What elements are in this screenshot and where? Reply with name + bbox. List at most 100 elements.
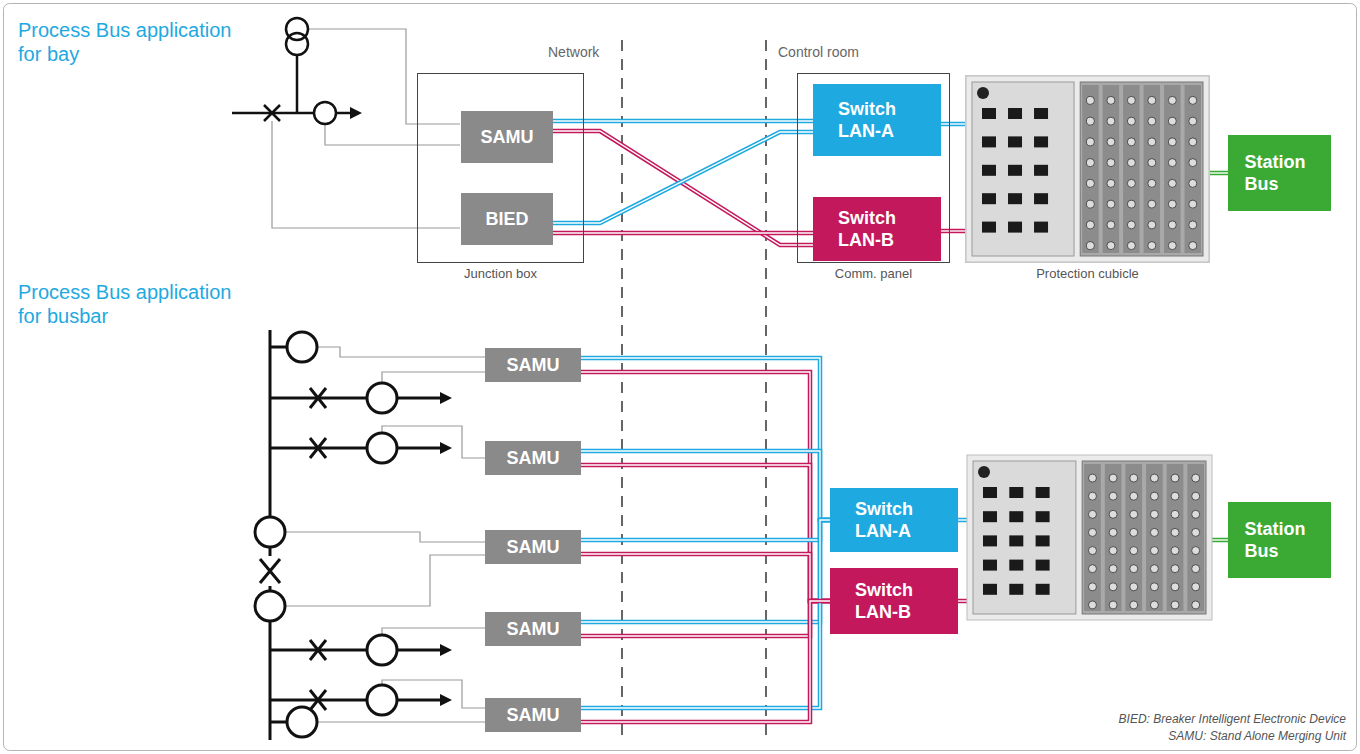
breaker-symbol	[264, 105, 280, 121]
link-line-core	[581, 554, 830, 601]
link-line-core	[581, 601, 830, 722]
terminal-screw	[1107, 117, 1115, 125]
signal-wires	[272, 29, 460, 228]
station-bus-box: Station Bus	[1228, 135, 1331, 211]
network-link	[553, 233, 813, 234]
voltage-transformer-symbol	[287, 332, 317, 362]
box-label: SAMU	[507, 536, 560, 558]
terminal-strip	[1125, 464, 1142, 611]
terminal-screw	[1086, 117, 1094, 125]
terminal-screw	[1130, 601, 1138, 609]
box-label: Switch LAN-A	[855, 498, 933, 542]
network-link	[553, 121, 813, 122]
terminal-screw	[1088, 528, 1096, 536]
terminal-screw	[1192, 601, 1200, 609]
terminal-screw	[1168, 200, 1176, 208]
terminal-screw	[1192, 492, 1200, 500]
terminal-screw	[1088, 547, 1096, 555]
terminal-strip	[1103, 85, 1119, 253]
merging-unit-box: SAMU	[485, 441, 581, 475]
link-line-core	[581, 520, 830, 708]
terminal-screw	[1107, 138, 1115, 146]
terminal-block	[1082, 461, 1206, 614]
device-port	[982, 193, 996, 204]
terminal-screw	[1192, 547, 1200, 555]
device-port	[1008, 108, 1022, 119]
box-caption: Junction box	[398, 266, 603, 282]
device-port	[982, 222, 996, 233]
device-port	[982, 136, 996, 147]
terminal-screw	[1168, 138, 1176, 146]
device-port	[1036, 560, 1050, 571]
terminal-screw	[1109, 565, 1117, 573]
merging-unit-box: SAMU	[461, 111, 553, 163]
link-line	[581, 465, 830, 601]
terminal-screw	[1148, 159, 1156, 167]
comm-panel: Switch LAN-ASwitch LAN-BComm. panel	[797, 73, 950, 263]
terminal-screw	[1192, 565, 1200, 573]
network-link	[941, 124, 965, 125]
terminal-screw	[1088, 601, 1096, 609]
device-port	[1034, 108, 1048, 119]
device-port	[1009, 487, 1023, 498]
arrowhead	[440, 392, 452, 404]
protection-cubicle: Protection cubicle	[965, 75, 1210, 263]
link-line-core	[581, 372, 830, 601]
terminal-screw	[1171, 565, 1179, 573]
device-knob	[977, 87, 989, 99]
terminal-screw	[1189, 159, 1197, 167]
terminal-screw	[1109, 583, 1117, 591]
current-transformer-symbol	[367, 685, 397, 715]
terminal-screw	[1086, 200, 1094, 208]
current-transformer-symbol	[255, 591, 285, 621]
terminal-screw	[1150, 510, 1158, 518]
terminal-screw	[1189, 200, 1197, 208]
terminal-screw	[1109, 547, 1117, 555]
terminal-screw	[1086, 159, 1094, 167]
feeder-line	[270, 447, 442, 450]
terminal-screw	[1148, 138, 1156, 146]
device-port	[1008, 222, 1022, 233]
terminal-screw	[1148, 117, 1156, 125]
terminal-strip	[1144, 85, 1160, 253]
device-port	[1009, 535, 1023, 546]
device-port	[1009, 511, 1023, 522]
device-body	[966, 76, 1209, 262]
terminal-screw	[1127, 117, 1135, 125]
link-line-core	[941, 123, 965, 124]
terminal-screw	[1088, 474, 1096, 482]
feeder-line	[270, 699, 442, 702]
terminal-strip	[1123, 85, 1139, 253]
zone-label: Control room	[778, 44, 859, 61]
box-label: SAMU	[507, 354, 560, 376]
breaker-ied-box: BIED	[461, 193, 553, 245]
link-line-core	[553, 132, 813, 223]
box-label: SAMU	[507, 618, 560, 640]
signal-wire	[308, 29, 460, 124]
terminal-strip	[1167, 464, 1184, 611]
terminal-screw	[1127, 242, 1135, 250]
busbar-single-line	[255, 330, 442, 740]
terminal-screw	[1150, 492, 1158, 500]
breaker-symbol	[310, 690, 326, 710]
network-link	[581, 520, 830, 622]
protection-device-picture	[966, 76, 1209, 262]
link-line	[581, 601, 830, 722]
gap	[258, 556, 282, 586]
terminal-screw	[1171, 547, 1179, 555]
protection-device-picture	[967, 455, 1212, 620]
link-line	[941, 122, 965, 127]
link-line	[581, 451, 830, 520]
terminal-screw	[1192, 474, 1200, 482]
feeder-line	[270, 346, 287, 349]
link-line	[581, 520, 830, 540]
arrowhead	[440, 644, 452, 656]
merging-unit-box: SAMU	[485, 348, 581, 382]
bay-single-line	[232, 18, 352, 124]
terminal-strip	[1187, 464, 1204, 611]
terminal-screw	[1088, 492, 1096, 500]
device-port	[982, 165, 996, 176]
terminal-strip	[1146, 464, 1163, 611]
feeder-line	[270, 397, 442, 400]
